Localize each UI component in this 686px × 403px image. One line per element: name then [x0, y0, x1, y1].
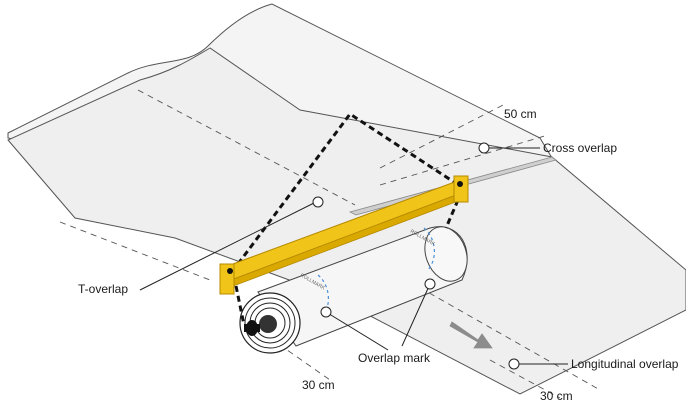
roll-layer-1 — [244, 297, 296, 349]
overlap-mark-leader-1 — [325, 311, 389, 351]
overlap-mark-label: Overlap mark — [358, 351, 431, 365]
roll-far-end — [424, 226, 468, 282]
t-overlap-label: T-overlap — [78, 282, 128, 296]
beam-hook-right — [457, 181, 463, 187]
t-overlap-marker — [312, 196, 324, 208]
membrane-roll — [239, 226, 468, 354]
overlap-mark-arc-far — [423, 227, 435, 271]
overlap-mark-marker-2 — [424, 278, 436, 290]
lifting-cables — [230, 111, 461, 326]
cable-drop-right — [444, 199, 460, 229]
longitudinal-overlap-marker — [508, 358, 520, 370]
roll-end-dimension-label: 30 cm — [302, 378, 335, 392]
beam-hook-left — [227, 268, 233, 274]
lifting-cable-triangle — [230, 111, 461, 273]
t-overlap-leader — [139, 201, 317, 291]
top-ridge-dash — [137, 89, 356, 206]
cross-overlap-marker — [478, 142, 490, 154]
longitudinal-dash — [409, 281, 601, 391]
callouts — [139, 147, 568, 365]
longitudinal-end-dash — [489, 359, 561, 399]
roll-body — [257, 226, 468, 347]
cross-dash-upper — [379, 103, 506, 169]
cross-dash-lower — [379, 134, 549, 186]
beam-end-left — [219, 263, 235, 295]
callout-circles — [312, 142, 520, 370]
longitudinal-dimension-label: 30 cm — [540, 389, 573, 403]
laying-direction-arrow — [449, 321, 493, 349]
cross-dimension-label: 50 cm — [504, 107, 537, 121]
cross-overlap-label: Cross overlap — [543, 141, 617, 155]
longitudinal-overlap-label: Longitudinal overlap — [571, 357, 679, 371]
roll-axle-shaft — [244, 324, 260, 332]
front-dash — [59, 221, 211, 281]
overlap-mark-marker-1 — [320, 306, 332, 318]
cable-drop-left — [234, 285, 246, 326]
overlap-mark-leader-2 — [401, 283, 431, 347]
lifting-beam — [219, 175, 469, 295]
roll-core — [259, 315, 277, 333]
beam-end-right — [453, 175, 469, 203]
